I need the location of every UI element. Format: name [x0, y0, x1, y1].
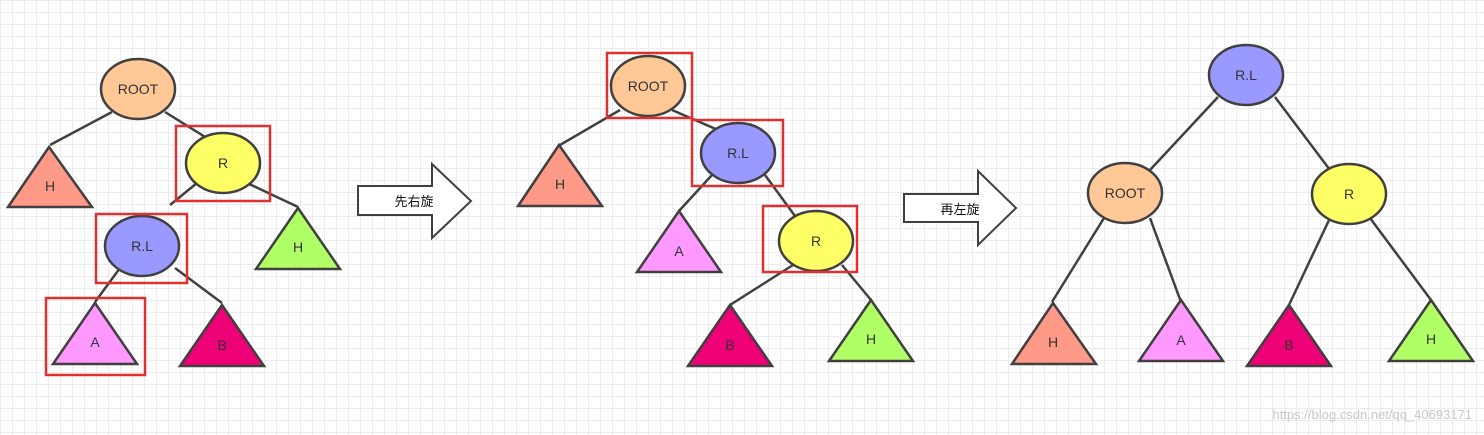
arrow-right-icon [357, 161, 473, 241]
arrow-right-rotation: 先右旋 [357, 161, 473, 241]
subtree-h-left [1009, 300, 1099, 366]
edge [1287, 217, 1332, 306]
node-r [184, 131, 262, 195]
edge [1368, 217, 1433, 301]
node-r [1310, 162, 1388, 226]
watermark-text: https://blog.csdn.net/qq_40693171 [1273, 407, 1473, 422]
edge [1149, 96, 1219, 171]
subtree-a-label: A [674, 243, 684, 259]
edge [1050, 217, 1106, 303]
subtree-b [177, 302, 267, 368]
subtree-b-label: B [217, 337, 226, 353]
highlight-box-rl [690, 118, 785, 188]
node-root-label: ROOT [1105, 185, 1146, 201]
arrow-left-rotation-label: 再左旋 [940, 203, 979, 218]
subtree-h-left-label: H [555, 176, 565, 192]
node-root-label: ROOT [118, 81, 159, 97]
edge [559, 108, 621, 147]
node-root [1086, 161, 1164, 225]
subtree-b-label: B [725, 337, 734, 353]
edge [763, 174, 797, 217]
node-r-label: R [1344, 186, 1354, 202]
subtree-b-label: B [1284, 337, 1293, 353]
node-r-label: R [218, 155, 228, 171]
subtree-h-right [1386, 297, 1476, 363]
edge [678, 174, 713, 212]
subtree-a-label: A [1176, 332, 1186, 348]
stage-2-after-right-rotation: ROOT R.L R H A B H [515, 51, 916, 368]
node-rl [699, 121, 777, 185]
node-rl-label: R.L [131, 238, 153, 254]
subtree-h-left [515, 142, 605, 208]
edge [246, 181, 299, 209]
node-r-label: R [811, 233, 821, 249]
subtree-b [685, 302, 775, 368]
node-root [99, 57, 177, 121]
node-root-label: ROOT [628, 78, 669, 94]
node-rl [103, 214, 181, 278]
subtree-a-label: A [90, 334, 100, 350]
subtree-h-left-label: H [1048, 334, 1058, 350]
edge [93, 267, 122, 303]
highlight-box-r [761, 204, 859, 274]
subtree-h-right [253, 205, 343, 271]
edge [169, 182, 198, 206]
node-rl-label: R.L [727, 145, 749, 161]
arrow-right-icon [903, 168, 1018, 248]
highlight-box-rl [94, 212, 189, 285]
subtree-h-right-label: H [866, 331, 876, 347]
node-rl [1207, 43, 1285, 107]
subtree-h-right [826, 297, 916, 363]
subtree-b [1244, 302, 1334, 368]
edge [1148, 217, 1183, 303]
arrow-right-rotation-label: 先右旋 [394, 195, 433, 210]
edge [1274, 96, 1331, 171]
node-rl-label: R.L [1235, 67, 1257, 83]
subtree-h-left [5, 144, 95, 209]
highlight-box-r [174, 124, 272, 203]
subtree-h-left-label: H [45, 178, 55, 194]
stage-1-original-tree: ROOT R R.L H H A B [5, 57, 343, 377]
subtree-a [634, 208, 724, 274]
highlight-box-root [605, 51, 694, 120]
node-root [609, 54, 687, 118]
subtree-h-right-label: H [1426, 331, 1436, 347]
subtree-a [1136, 297, 1226, 363]
highlight-box-a [44, 296, 147, 377]
edge [174, 266, 223, 305]
edge [49, 110, 113, 147]
stage-3-after-left-rotation: R.L ROOT R H A B H [1009, 43, 1476, 368]
arrow-left-rotation: 再左旋 [903, 168, 1018, 248]
subtree-h-right-label: H [293, 239, 303, 255]
subtree-a [50, 300, 140, 366]
